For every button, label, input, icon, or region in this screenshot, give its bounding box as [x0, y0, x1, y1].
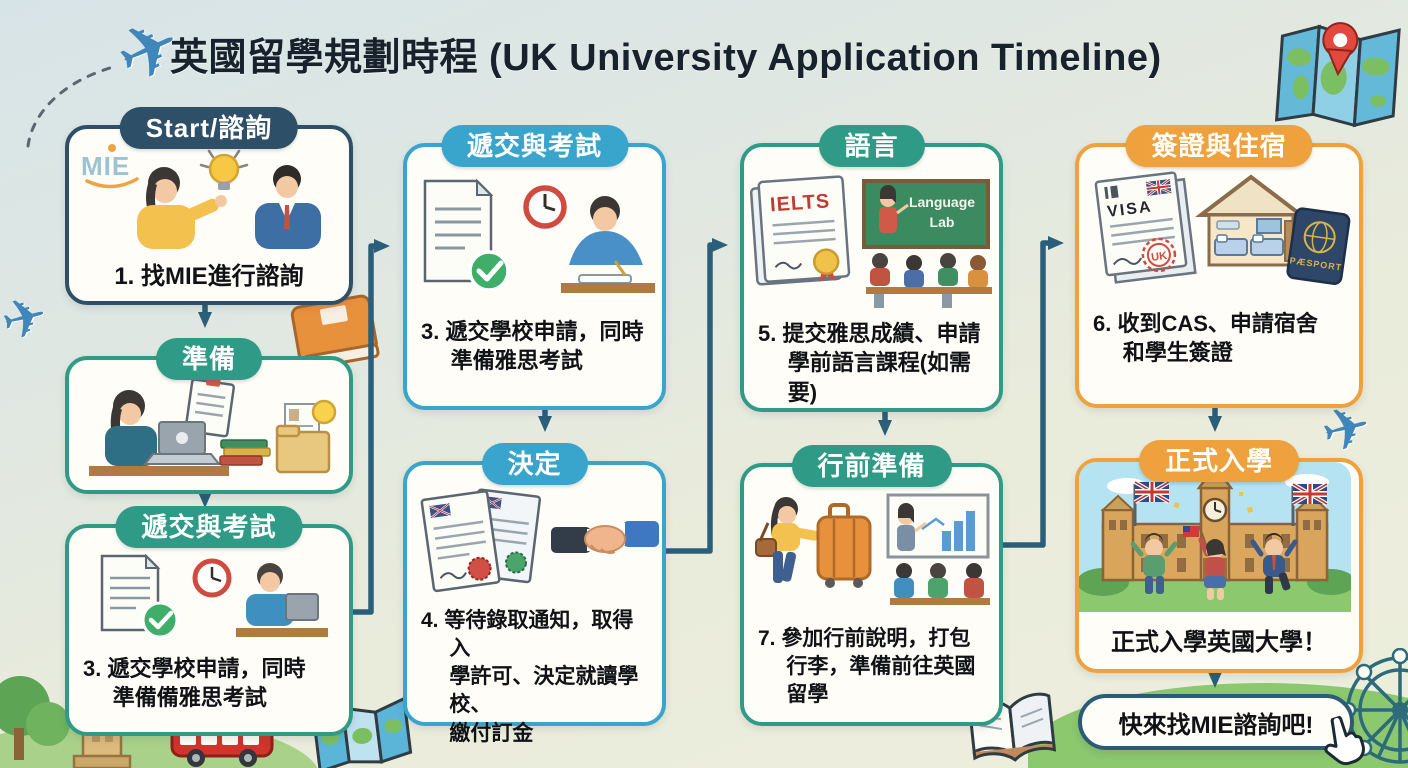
step-box-predeparture: 行前準備	[740, 445, 1003, 726]
student-suit	[1250, 533, 1298, 594]
university-campus-illustration	[1079, 462, 1351, 612]
step-text: 7. 參加行前說明，打包 行李，準備前往英國 留學	[758, 627, 976, 707]
offer-letter-back	[467, 488, 542, 584]
step-text: 5. 提交雅思成績、申請 學前語言課程(如需要)	[758, 321, 981, 405]
step-text: 3. 遞交學校申請，同時 準備備雅思考試	[83, 656, 306, 711]
attendees	[890, 563, 990, 605]
language-lab-label-2: Lab	[930, 214, 955, 230]
cursor-hand-icon	[1324, 714, 1365, 766]
clock-icon	[523, 185, 567, 229]
step-text: 1. 找MIE進行諮詢	[114, 263, 304, 290]
step-text: 4. 等待錄取通知，取得入 學許可、決定就讀學校、 繳付訂金	[421, 609, 639, 745]
student-laptop-icon	[236, 563, 328, 637]
uk-stamp-label: UK	[1151, 250, 1168, 264]
step-box-visa: 簽證與住宿 VISA UK	[1075, 125, 1363, 408]
suitcase-icon	[816, 503, 872, 588]
student-green	[1130, 533, 1178, 594]
enrol-caption: 正式入學英國大學！	[1111, 629, 1327, 656]
university-building	[1100, 463, 1330, 582]
lightbulb-icon	[199, 149, 249, 190]
box-header: 遞交與考試	[115, 506, 303, 548]
cta-label: 快來找MIE諮詢吧!	[1118, 711, 1314, 739]
beds-icon	[1214, 234, 1284, 256]
box-header: Start/諮詢	[119, 107, 299, 149]
clock-icon	[192, 558, 232, 598]
box-header: 遞交與考試	[440, 125, 629, 167]
step-box-consult: Start/諮詢 MIE	[65, 107, 353, 305]
step-box-submit-col2: 遞交與考試	[403, 125, 666, 410]
traveler-with-suitcase	[755, 497, 872, 588]
document-check-icon	[100, 553, 179, 639]
step-text: 6. 收到CAS、申請宿舍 和學生簽證	[1093, 311, 1318, 366]
visa-document-icon: VISA UK	[1094, 171, 1197, 284]
language-illustration: IELTS Language Lab	[749, 175, 992, 308]
world-map-pin-icon	[1274, 22, 1401, 128]
step-box-enrol: 正式入學	[1075, 440, 1363, 673]
clipboard-icon	[184, 377, 236, 438]
uk-flag-right	[1291, 482, 1329, 526]
mie-logo: MIE	[81, 144, 139, 189]
uk-flag-left	[1133, 480, 1171, 526]
visa-housing-illustration: VISA UK	[1094, 171, 1351, 285]
airplane-icon-left: ✈	[0, 282, 55, 355]
student-flag	[1183, 525, 1226, 600]
consultant-man	[255, 165, 321, 249]
step-text: 3. 遞交學校申請，同時 準備雅思考試	[421, 319, 644, 374]
ielts-label: IELTS	[769, 190, 831, 216]
step-box-prepare: 準備	[65, 338, 353, 494]
student-at-laptop	[89, 390, 229, 476]
cta-button[interactable]: 快來找MIE諮詢吧!	[1078, 694, 1365, 766]
box-header: 行前準備	[791, 445, 952, 487]
books-stack-icon	[219, 439, 271, 466]
celebrating-students	[1130, 492, 1298, 600]
box-header: 簽證與住宿	[1125, 125, 1313, 167]
consultation-illustration	[137, 149, 321, 249]
visa-label: VISA	[1106, 198, 1153, 220]
handshake-icon	[551, 521, 659, 554]
passport-icon: PÆSPORT	[1286, 207, 1351, 285]
submit-test-illustration	[100, 553, 328, 639]
box-header: 語言	[818, 125, 925, 167]
box-header: 正式入學	[1138, 440, 1300, 482]
offer-letter-front	[420, 490, 501, 593]
step-box-decide: 決定	[403, 443, 666, 745]
decision-illustration	[420, 488, 659, 593]
uk-stamp-icon: UK	[1141, 237, 1177, 273]
submit-test-illustration	[423, 178, 655, 293]
predeparture-illustration	[755, 493, 990, 605]
step-box-language: 語言 IELTS Language Lab	[740, 125, 1003, 412]
dormitory-house-icon	[1195, 174, 1307, 267]
document-check-icon	[423, 178, 510, 292]
box-header: 決定	[481, 443, 588, 485]
language-lab-label-1: Language	[909, 194, 975, 210]
students-row	[866, 253, 992, 308]
ielts-certificate-icon: IELTS	[749, 175, 851, 286]
language-lab-classroom: Language Lab	[862, 179, 992, 308]
briefing-presentation	[886, 493, 990, 605]
step-box-submit-col1: 遞交與考試	[65, 506, 353, 736]
box-header: 準備	[155, 338, 263, 380]
page-title: 英國留學規劃時程 (UK University Application Time…	[170, 37, 1162, 79]
consultant-woman	[137, 167, 227, 249]
student-writing-icon	[561, 196, 655, 293]
preparation-illustration	[89, 377, 337, 476]
passport-label: PÆSPORT	[1289, 255, 1343, 272]
mie-logo-text: MIE	[81, 151, 130, 181]
application-folder-icon	[275, 399, 337, 474]
clock-tower	[1196, 463, 1234, 582]
